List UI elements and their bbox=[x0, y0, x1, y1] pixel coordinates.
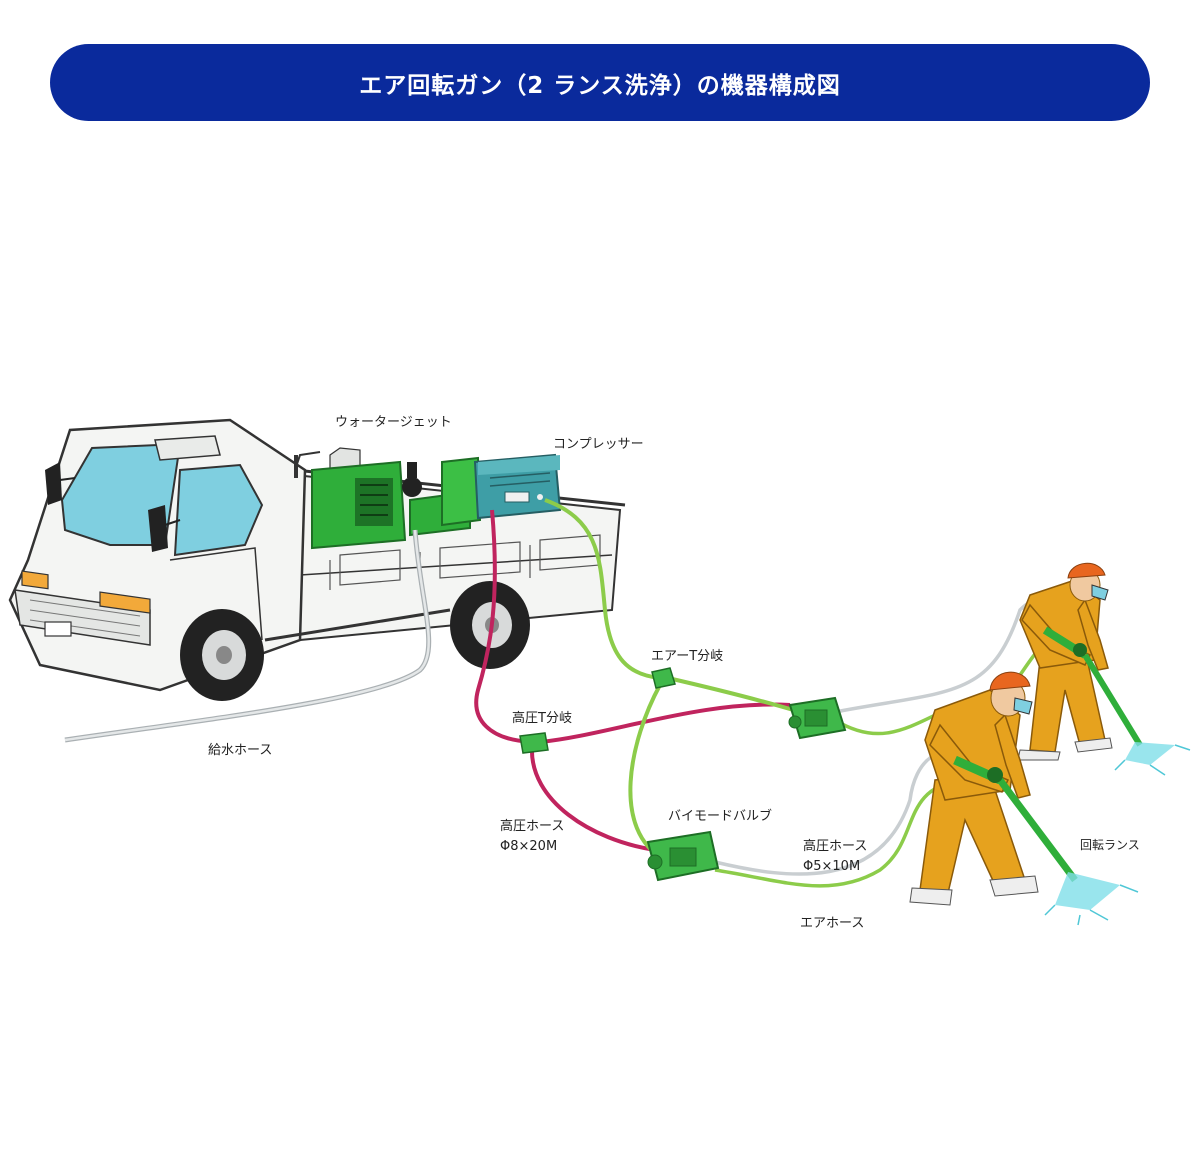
worker-upper bbox=[1017, 562, 1191, 776]
label-bimode-valve: バイモードバルブ bbox=[668, 809, 773, 824]
high-pressure-hose-main bbox=[474, 509, 533, 744]
label-air-t-branch: エアーT分岐 bbox=[651, 649, 724, 664]
label-high-pressure-hose-2-spec: Φ5×10M bbox=[803, 859, 861, 874]
high-pressure-hose-branch-lower bbox=[529, 747, 656, 852]
page-title: エア回転ガン（2 ランス洗浄）の機器構成図 bbox=[359, 72, 841, 99]
worker-lower bbox=[909, 671, 1139, 926]
high-pressure-t-branch bbox=[519, 732, 549, 754]
truck-side-window bbox=[173, 463, 264, 557]
air-hose-branch-upper bbox=[667, 676, 801, 714]
label-air-hose: エアホース bbox=[800, 916, 865, 931]
air-hose-main bbox=[544, 498, 661, 680]
water-jet-unit bbox=[311, 447, 482, 550]
air-t-branch bbox=[651, 667, 676, 689]
label-high-pressure-hose-1: 高圧ホース bbox=[500, 819, 565, 834]
truck-headlight-right bbox=[99, 591, 151, 614]
truck-mirror-left bbox=[45, 462, 62, 505]
label-water-supply-hose: 給水ホース bbox=[208, 743, 273, 758]
truck-front-wheel bbox=[180, 609, 264, 701]
air-hose-branch-lower bbox=[628, 684, 666, 862]
label-compressor: コンプレッサー bbox=[553, 437, 644, 452]
compressor-unit bbox=[473, 453, 562, 520]
label-high-pressure-t-branch: 高圧T分岐 bbox=[512, 711, 572, 726]
label-rotary-lance: 回転ランス bbox=[1080, 838, 1140, 852]
truck-mirror-right bbox=[148, 505, 168, 552]
label-water-jet: ウォータージェット bbox=[335, 415, 452, 430]
high-pressure-hose-branch-upper bbox=[539, 702, 791, 744]
label-high-pressure-hose-2: 高圧ホース bbox=[803, 839, 868, 854]
title-banner: エア回転ガン（2 ランス洗浄）の機器構成図 bbox=[50, 44, 1150, 121]
bimode-valve-upper bbox=[788, 696, 847, 740]
label-high-pressure-hose-1-spec: Φ8×20M bbox=[500, 839, 558, 854]
bimode-valve-lower bbox=[646, 830, 720, 882]
truck-headlight-left bbox=[21, 570, 49, 590]
